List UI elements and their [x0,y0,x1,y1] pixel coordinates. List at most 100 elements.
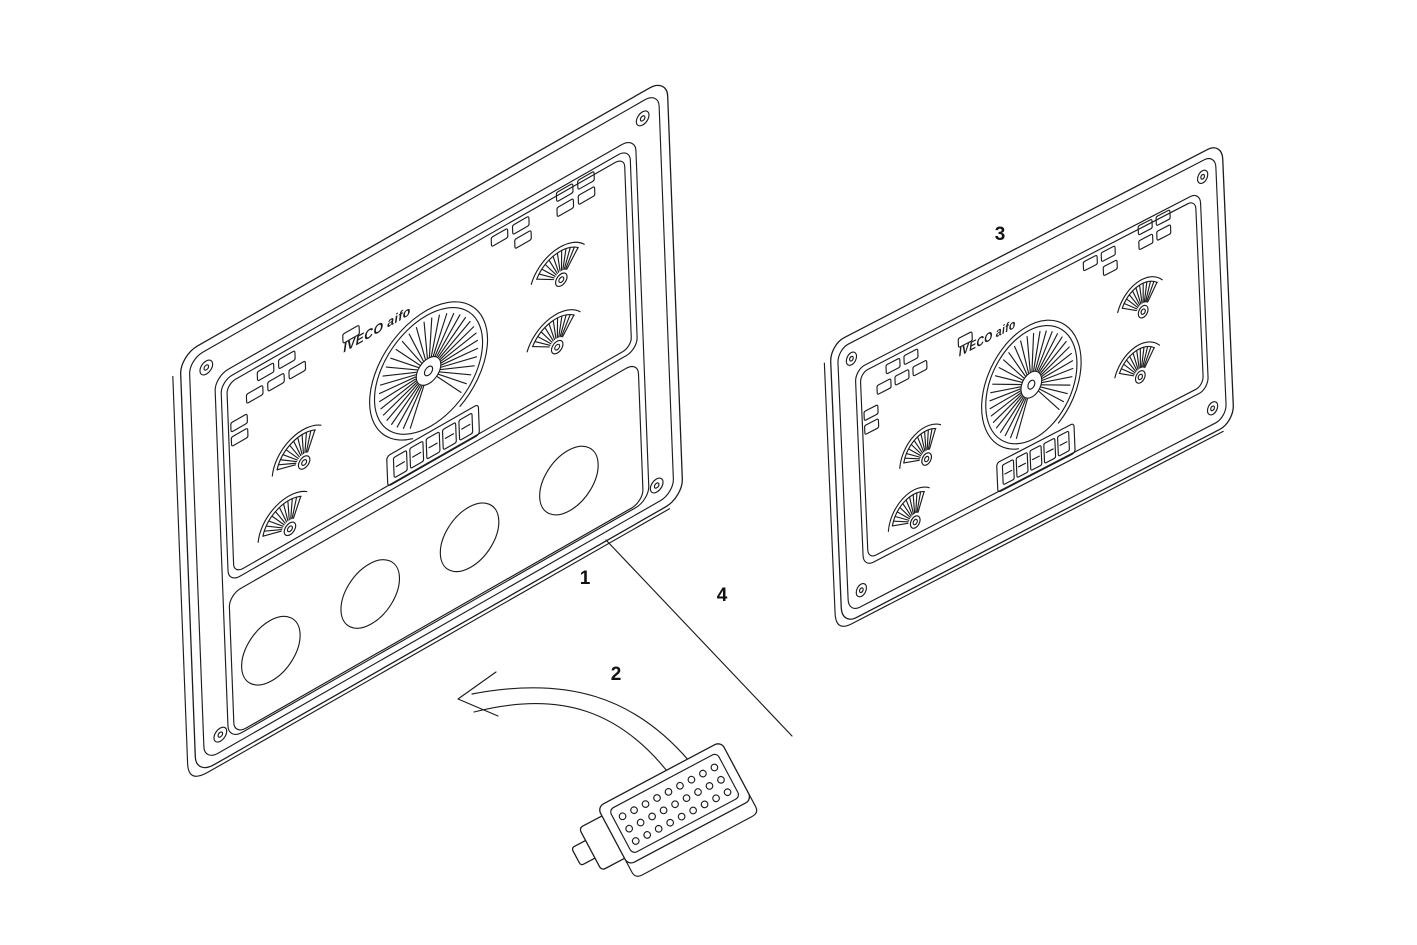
digit-segment [1046,449,1053,453]
gauge-tick [428,318,433,357]
fan-arc [894,414,941,469]
indicator-light [578,171,595,190]
panel-face-inner [189,92,674,761]
fan-arc [535,239,579,279]
gauge-tick [391,343,419,383]
indicator-light [1156,210,1170,226]
indicator-light [578,186,595,205]
screw-icon [650,475,663,495]
gauge-tick [280,450,296,471]
main-gauge [367,277,489,462]
indicator-light [231,428,248,447]
screw-icon [856,581,867,598]
gauge-tick [549,323,555,341]
gauge-tick [396,386,421,427]
screw-icon [1197,168,1208,185]
gauge-tick [562,247,577,269]
gauge-tick [440,355,471,392]
gauge-tick [442,344,478,368]
gauge-tick [292,441,301,455]
indicator-light [886,358,900,374]
connector-pin [666,818,675,827]
gauge-tick [286,446,298,463]
gauge-tick [993,395,1022,423]
digit-cell [393,450,407,478]
indicator-light [491,228,508,247]
gauge-tick [278,453,295,475]
gauge-tick [432,314,448,356]
gauge-tick [1127,356,1136,376]
gauge-tick [441,347,476,376]
fan-gauge [1115,266,1167,333]
gauge-tick [1138,347,1147,367]
gauge-tick [561,247,574,269]
fan-arc [883,477,930,532]
gauge-tick [275,510,285,525]
gauge-tick [1124,358,1135,379]
connector-pin [698,769,707,778]
connector-pin [723,788,732,797]
gauge-tick [296,435,310,454]
gauge-hub [424,364,433,377]
indicator-light [1101,246,1115,262]
gauge-tick [1000,397,1025,432]
gauge-tick [1129,290,1138,310]
gauge-tick [1034,331,1048,370]
fan-hub [550,338,564,357]
gauge-tick [905,448,920,468]
gauge-tick [564,248,581,270]
screw-icon [859,587,863,593]
gauge-tick [1143,281,1154,302]
callout-label-1: 1 [580,568,591,589]
gauge-tick [402,386,423,428]
gauge-bezel-arc [367,277,489,462]
fan-gauge [883,477,938,549]
gauge-tick [533,336,550,358]
callout-label-3: 3 [995,224,1006,245]
panel-hole [340,547,401,640]
panel-hole [539,434,600,527]
connector-pin [631,837,640,846]
screw-icon [850,356,854,362]
gauge-tick [277,456,295,478]
gauge-tick [381,365,416,394]
gauge-tick [1015,341,1027,380]
digit-segment [429,443,437,448]
screw-icon [846,350,857,367]
instrument-panel-large: IVECO aifo [172,78,683,783]
digit-cell [410,441,424,469]
gauge-tick [1121,361,1134,381]
gauge-tick [436,315,461,356]
callout-label-2: 2 [611,664,622,685]
connector-pin [654,824,663,833]
gauge-tick [409,386,425,428]
gauge-tick [1039,337,1064,372]
gauge-tick [900,504,910,521]
fan-hub [924,455,930,463]
screw-icon [654,482,659,489]
indicator-light [515,230,532,249]
panel-depth-edge [824,163,1223,632]
fan-hub [1137,303,1149,320]
gauge-tick [437,364,461,406]
connector-pin-field [609,753,740,854]
fan-gauge [251,481,316,558]
gauge-tick [391,385,420,424]
gauge-tick [911,441,921,458]
lower-bezel [229,362,643,735]
fan-arc [1120,273,1157,308]
gauge-tick [1004,398,1025,435]
fan-hub [554,343,560,351]
indicator-light [877,379,891,395]
connector-pin [630,806,639,815]
panel-hole [241,604,302,697]
gauge-tick [439,359,467,399]
digital-display [997,423,1076,493]
gauge-tick [925,429,940,450]
gauge-tick [298,432,314,452]
fan-arc [889,484,925,526]
gauge-tick [381,381,416,409]
digit-segment [1005,470,1012,474]
fan-gauge [524,298,585,372]
digit-cell [442,422,456,450]
